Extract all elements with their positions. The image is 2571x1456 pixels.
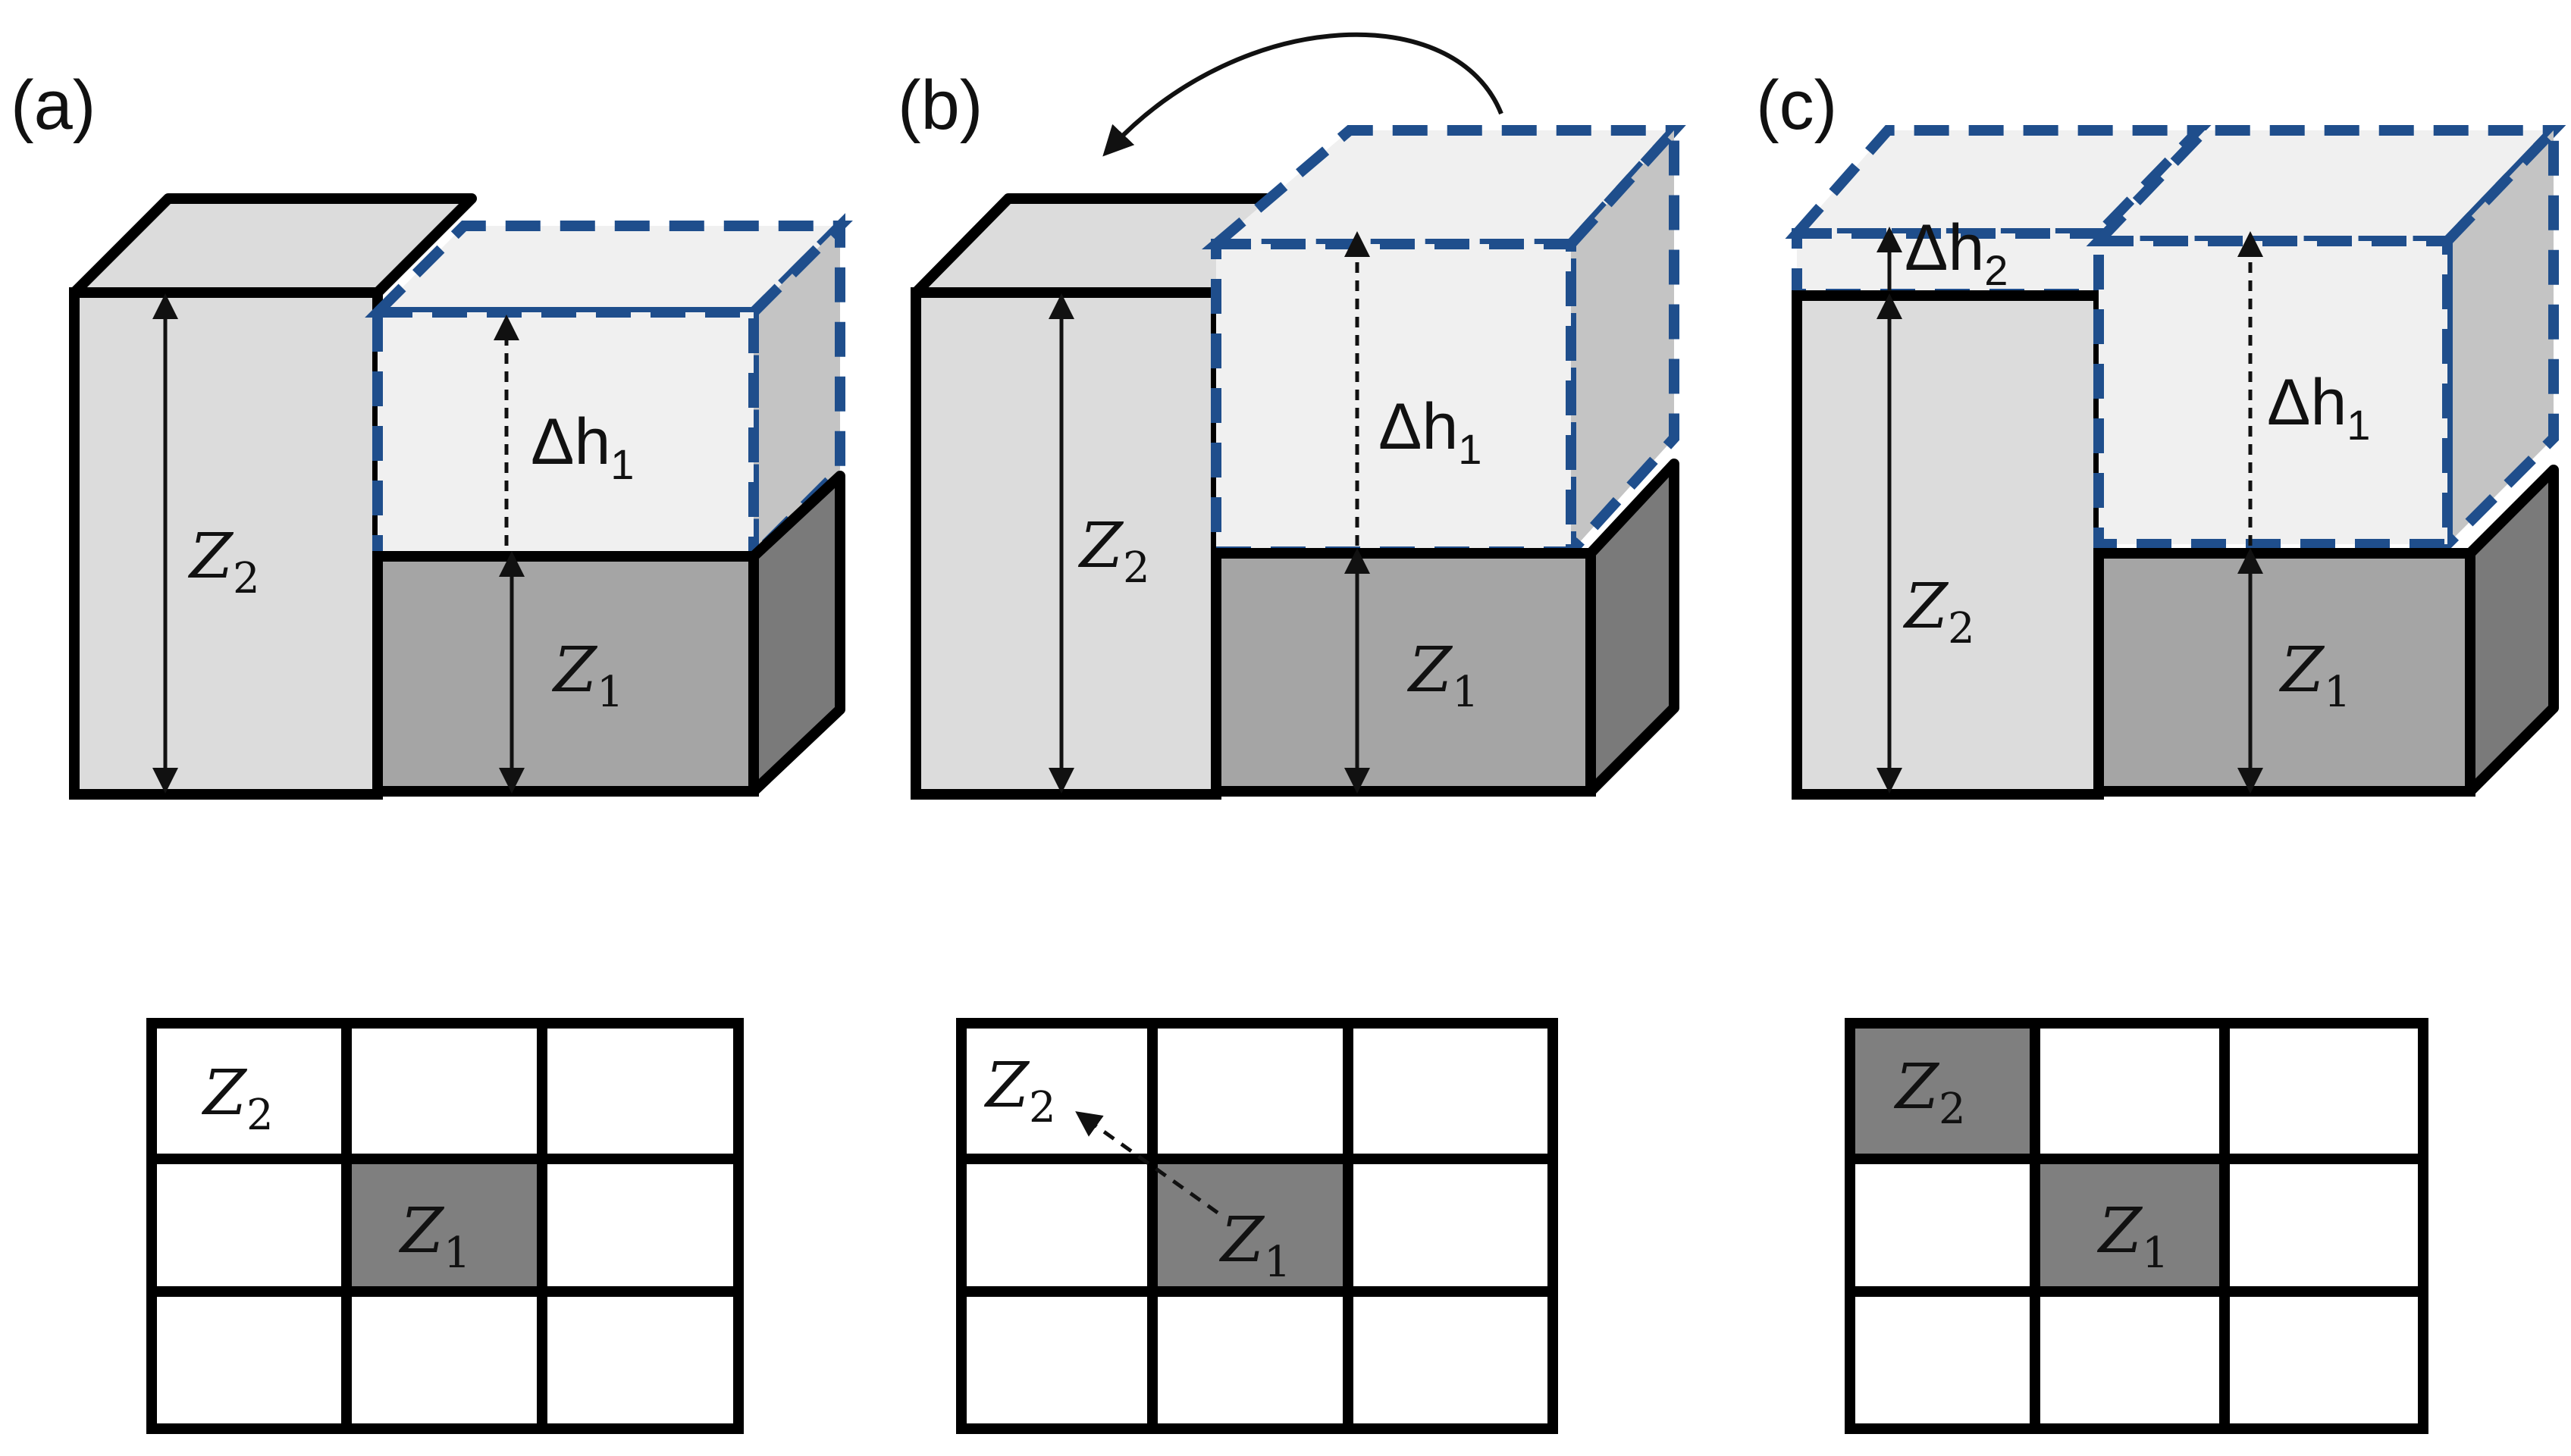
panel-c-label: (c): [1756, 67, 1837, 144]
grid-cell-z1: [346, 1159, 542, 1292]
z2-label: Z2: [1077, 510, 1150, 593]
dh2-label: Δh2: [1905, 211, 2008, 294]
panel-b-label: (b): [898, 67, 983, 144]
grid-cell-z2: [1850, 1023, 2035, 1159]
grid-z2-label: Z2: [1893, 1051, 1966, 1134]
cell-z1: [1211, 459, 1679, 797]
z1-label: Z1: [1406, 634, 1479, 717]
cell-z1: [372, 471, 845, 797]
panel-a-label: (a): [11, 67, 96, 144]
z2-label: Z2: [1902, 571, 1975, 653]
grid-z1-label: Z1: [1218, 1204, 1291, 1287]
cell-z1: [2093, 465, 2559, 797]
panel-a: (a) Z2 Z1 Δh1: [11, 67, 853, 800]
dh1-label: Δh1: [531, 405, 634, 488]
grid-b: Z2 Z1: [956, 1018, 1558, 1434]
panel-c: (c) Z2 Δh2 Z1 Δh1: [1756, 67, 2566, 800]
grid-z1-label: Z1: [2096, 1195, 2169, 1278]
grid-c: Z2 Z1: [1845, 1018, 2428, 1434]
ghost-box-dh1: [1201, 116, 1686, 566]
dh1-label: Δh1: [2267, 366, 2370, 449]
panel-b: (b) Z2 Z1 Δh1: [898, 32, 1686, 800]
ghost-box-dh1: [2086, 117, 2566, 557]
grid-transfer-arrow: [1075, 1111, 1219, 1215]
column-z2: [69, 193, 477, 800]
grid-a: Z2 Z1: [146, 1018, 744, 1434]
grid-cell-z1: [2035, 1159, 2225, 1292]
z1-label: Z1: [551, 634, 624, 717]
z2-label: Z2: [187, 521, 260, 603]
column-z2: [1792, 290, 2104, 800]
grid-cell-z1: [1152, 1159, 1348, 1292]
ghost-box-dh1: [365, 213, 853, 569]
transfer-arrow: [1102, 32, 1503, 157]
grid-z2-label: Z2: [983, 1050, 1056, 1132]
z1-label: Z1: [2278, 634, 2351, 717]
grid-z2-label: Z2: [201, 1057, 274, 1140]
grid-z1-label: Z1: [398, 1195, 471, 1278]
dh1-label: Δh1: [1378, 390, 1481, 473]
